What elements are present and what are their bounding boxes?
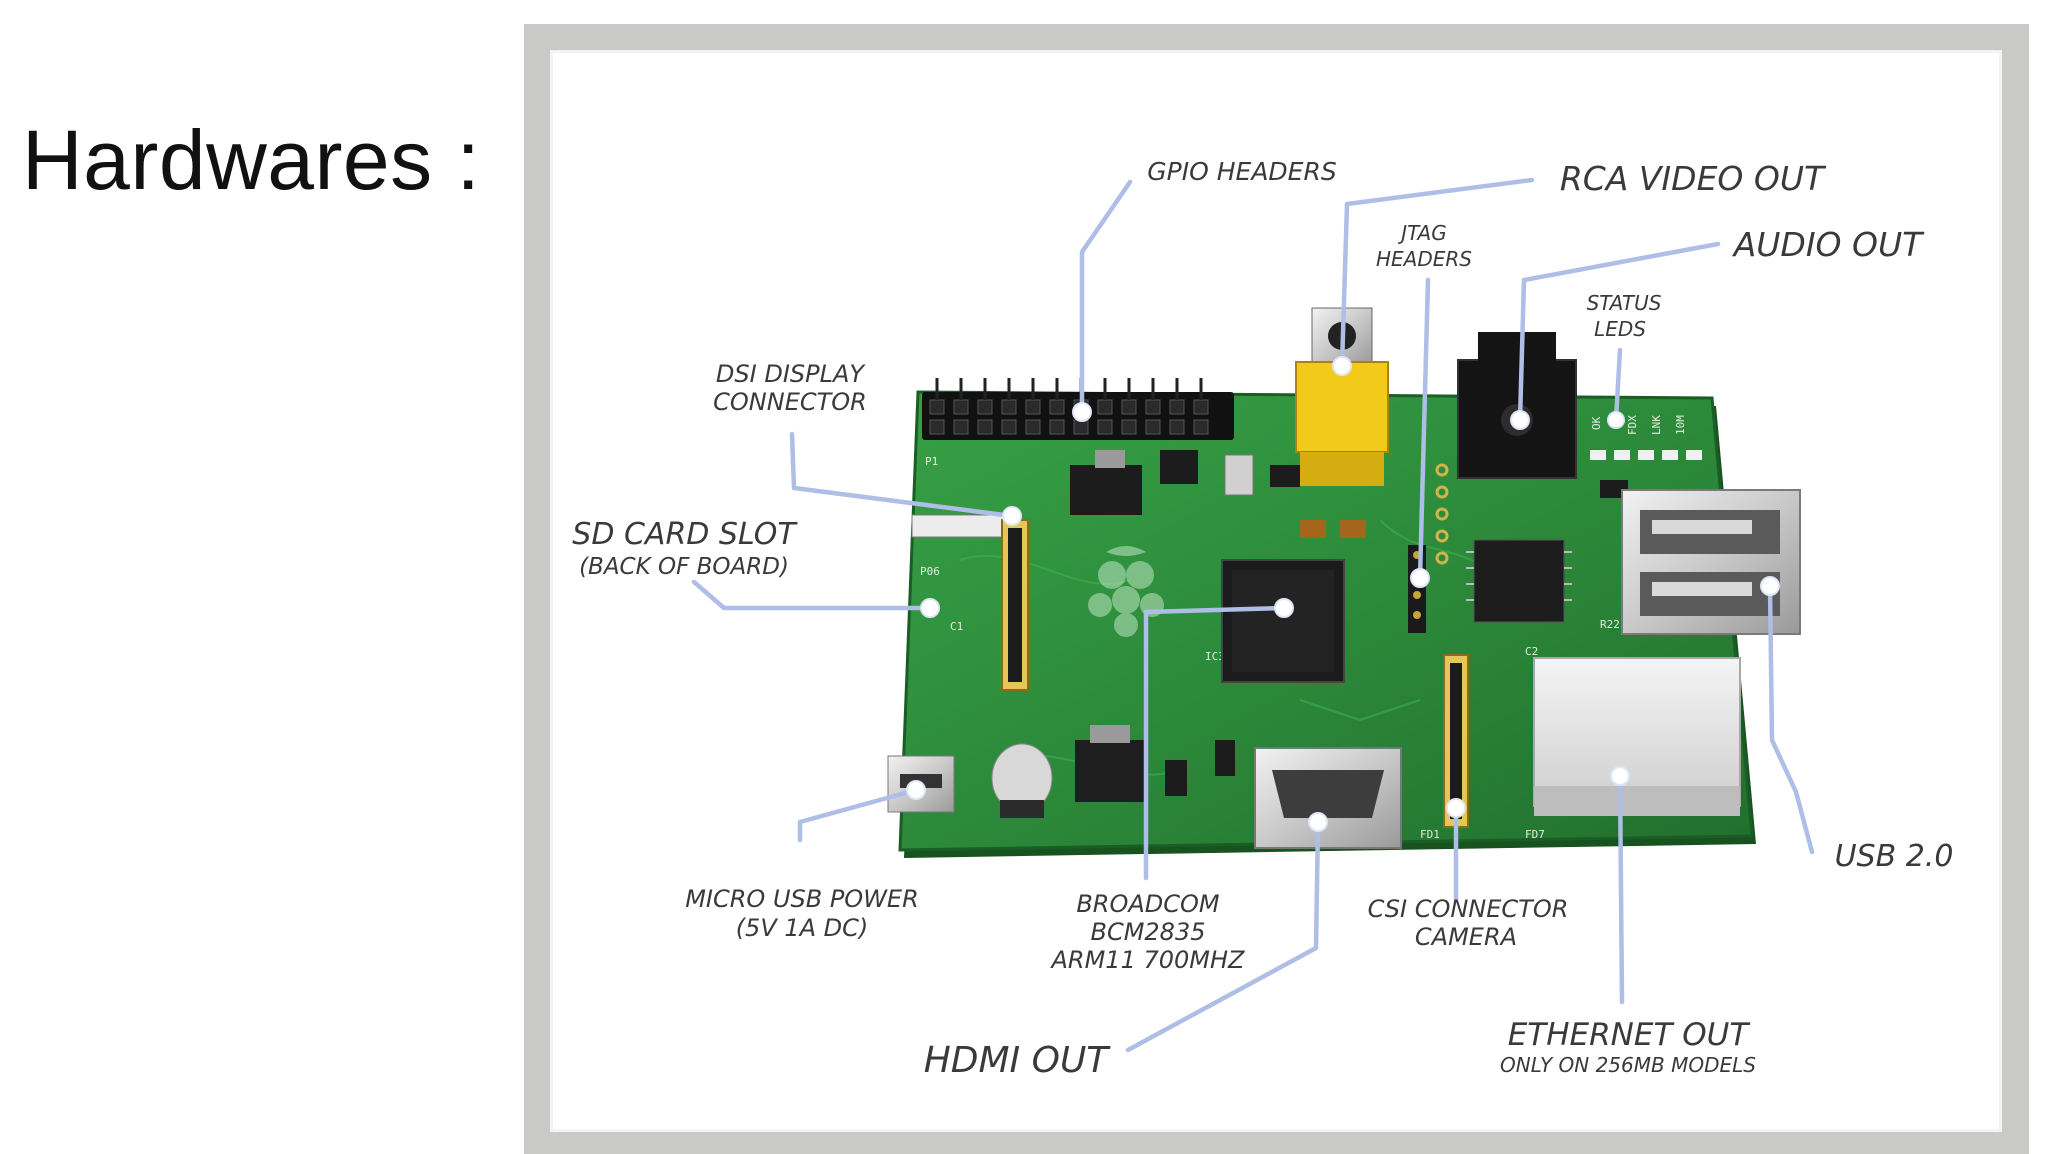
pointer-dots xyxy=(906,356,1780,832)
svg-text:IC3: IC3 xyxy=(1205,650,1225,663)
ethernet-port xyxy=(1533,657,1741,816)
label-broadcom-line3: ARM11 700MHZ xyxy=(1050,946,1246,974)
label-dsi-line2: CONNECTOR xyxy=(713,388,867,416)
svg-text:10M: 10M xyxy=(1674,415,1687,435)
svg-text:C1: C1 xyxy=(950,620,963,633)
capacitor xyxy=(991,743,1053,818)
label-hdmi-out: HDMI OUT xyxy=(924,1040,1112,1081)
svg-text:FD1: FD1 xyxy=(1420,828,1440,841)
usb-port xyxy=(1621,489,1801,635)
audio-jack xyxy=(1457,332,1577,479)
label-rca-video-out: RCA VIDEO OUT xyxy=(1560,159,1827,198)
label-ethernet-line1: ETHERNET OUT xyxy=(1508,1017,1751,1053)
label-sd-card-line2: (BACK OF BOARD) xyxy=(579,554,789,580)
slide-title: Hardwares : xyxy=(22,113,481,207)
label-csi-line2: CAMERA xyxy=(1415,923,1517,951)
dsi-connector xyxy=(1001,519,1029,691)
raspberry-logo xyxy=(1088,546,1164,637)
label-audio-out: AUDIO OUT xyxy=(1732,225,1925,264)
label-status-leds-line1: STATUS xyxy=(1587,291,1662,315)
svg-text:LNK: LNK xyxy=(1650,415,1663,435)
label-micro-usb-line2: (5V 1A DC) xyxy=(736,914,869,942)
label-jtag-headers-line2: HEADERS xyxy=(1376,247,1472,271)
svg-text:P1: P1 xyxy=(925,455,938,468)
svg-text:R22: R22 xyxy=(1600,618,1620,631)
svg-text:FDX: FDX xyxy=(1626,415,1639,435)
label-sd-card-line1: SD CARD SLOT xyxy=(572,517,798,552)
label-status-leds-line2: LEDS xyxy=(1594,317,1646,341)
csi-connector xyxy=(1443,654,1469,828)
svg-text:C2: C2 xyxy=(1525,645,1538,658)
label-gpio-headers: GPIO HEADERS xyxy=(1147,157,1337,186)
leader-lines xyxy=(691,177,1815,1053)
bcm2835-chip xyxy=(1221,559,1345,683)
ethernet-controller-chip xyxy=(1466,539,1572,623)
label-usb-2-0: USB 2.0 xyxy=(1835,839,1954,874)
label-dsi-line1: DSI DISPLAY xyxy=(716,360,866,388)
label-jtag-headers-line1: JTAG xyxy=(1397,221,1446,245)
hdmi-port xyxy=(1254,747,1402,849)
callout-labels: GPIO HEADERS RCA VIDEO OUT JTAG HEADERS … xyxy=(572,157,1953,1081)
label-ethernet-line2: ONLY ON 256MB MODELS xyxy=(1500,1053,1756,1077)
label-csi-line1: CSI CONNECTOR xyxy=(1368,895,1569,923)
svg-text:P06: P06 xyxy=(920,565,940,578)
label-broadcom-line2: BCM2835 xyxy=(1090,918,1205,946)
label-micro-usb-line1: MICRO USB POWER xyxy=(685,885,919,913)
label-broadcom-line1: BROADCOM xyxy=(1076,890,1220,918)
svg-text:OK: OK xyxy=(1590,416,1603,430)
svg-text:FD7: FD7 xyxy=(1525,828,1545,841)
status-leds: OK FDX LNK 10M xyxy=(1590,415,1702,460)
